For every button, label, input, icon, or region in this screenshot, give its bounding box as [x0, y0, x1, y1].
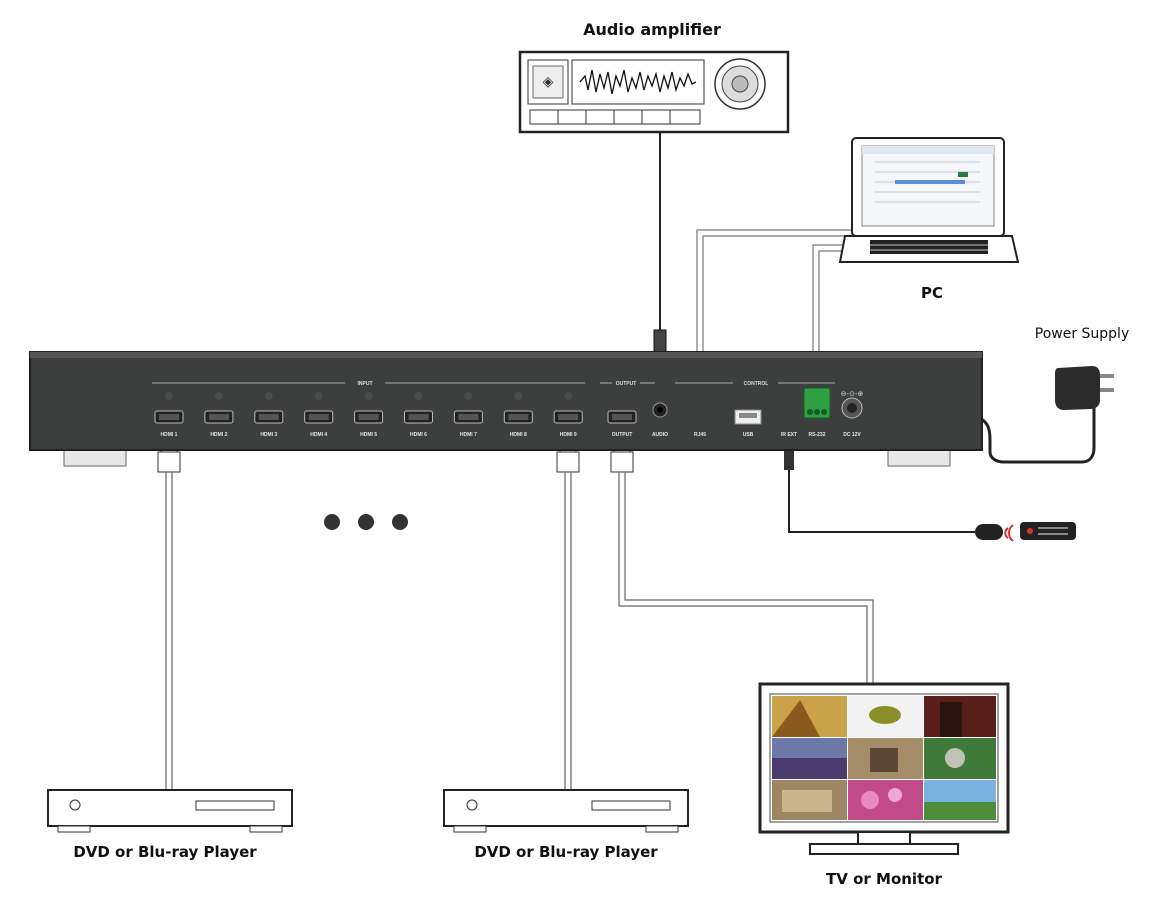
- audio-amplifier: ◈: [518, 50, 790, 134]
- hdmi-input-port-slot: [258, 414, 279, 420]
- hdmi-input-label: HDMI 5: [360, 432, 377, 438]
- control-header: CONTROL: [744, 381, 769, 387]
- hdmi-input-ports: HDMI 1 HDMI 2 HDMI 3 HDMI 4 HDMI 5 HDMI 6 HDMI…: [154, 392, 583, 438]
- hdmi-input-label: HDMI 1: [161, 432, 178, 438]
- hdmi-input-port-slot: [358, 414, 379, 420]
- hdmi9-cable: [556, 431, 580, 795]
- tv-monitor: [758, 682, 1010, 855]
- pc-laptop: [838, 137, 1020, 263]
- hdmi-input-label: HDMI 8: [510, 432, 527, 438]
- hdmi-output-port[interactable]: [607, 410, 637, 424]
- hdmi-input-port-slot: [508, 414, 529, 420]
- svg-text:◈: ◈: [543, 74, 554, 90]
- hdmi-input-label: HDMI 2: [210, 432, 227, 438]
- hdmi-input-label: HDMI 3: [260, 432, 277, 438]
- power-supply-adapter: [1055, 366, 1114, 410]
- tv-label: TV or Monitor: [826, 870, 943, 888]
- hdmi-input-led: [464, 392, 473, 400]
- dvd-right-label: DVD or Blu-ray Player: [474, 843, 658, 861]
- hdmi-input-label: HDMI 6: [410, 432, 427, 438]
- hdmi-input-port-slot: [558, 414, 579, 420]
- input-header: INPUT: [358, 381, 373, 387]
- audio-cable: [653, 132, 667, 389]
- hdmi-input-led: [414, 392, 423, 400]
- hdmi-input-port-slot: [308, 414, 329, 420]
- pc-label: PC: [921, 284, 943, 302]
- audio-amplifier-label: Audio amplifier: [583, 20, 721, 39]
- output-port-label: OUTPUT: [612, 432, 633, 438]
- remote-control: [1020, 522, 1076, 540]
- rj45-cable: [696, 229, 852, 372]
- hdmi-input-port-slot: [159, 414, 179, 420]
- rs232-label: RS-232: [809, 432, 826, 438]
- ir-label: IR EXT: [781, 432, 797, 438]
- hdmi-input-label: HDMI 9: [560, 432, 577, 438]
- hdmi-input-led: [165, 392, 173, 400]
- hdmi-output-cable: [610, 431, 874, 684]
- usb-port[interactable]: [734, 409, 762, 425]
- hdmi-input-port-slot: [458, 414, 479, 420]
- rs232-cable: [812, 244, 852, 388]
- hdmi-input-led: [314, 392, 323, 400]
- hdmi-input-led: [214, 392, 223, 400]
- ir-receiver: [975, 524, 1014, 542]
- hdmi1-cable: [157, 431, 181, 795]
- hdmi-input-led: [514, 392, 523, 400]
- hdmi-input-label: HDMI 7: [460, 432, 477, 438]
- audio-jack[interactable]: [652, 402, 668, 418]
- audio-label: AUDIO: [652, 432, 668, 438]
- hdmi-input-led: [564, 392, 573, 400]
- hdmi-input-label: HDMI 4: [310, 432, 327, 438]
- output-header: OUTPUT: [616, 381, 637, 387]
- dvd-player-right: [443, 789, 689, 833]
- hdmi-input-port-slot: [208, 414, 229, 420]
- ellipsis-dots: [324, 514, 408, 530]
- usb-label: USB: [743, 432, 754, 438]
- hdmi-input-led: [264, 392, 273, 400]
- power-supply-label: Power Supply: [1035, 326, 1130, 342]
- matrix-switcher-panel: [29, 351, 983, 467]
- dc-label: DC 12V: [843, 432, 861, 438]
- dvd-left-label: DVD or Blu-ray Player: [73, 843, 257, 861]
- svg-text:⊖-⊙-⊕: ⊖-⊙-⊕: [841, 390, 864, 398]
- hdmi-input-port-slot: [408, 414, 429, 420]
- hdmi-input-led: [364, 392, 373, 400]
- rj45-label: RJ45: [694, 432, 706, 438]
- rs232-terminal[interactable]: [803, 387, 831, 419]
- dvd-player-left: [47, 789, 293, 833]
- dc-jack[interactable]: ⊖-⊙-⊕: [841, 390, 864, 419]
